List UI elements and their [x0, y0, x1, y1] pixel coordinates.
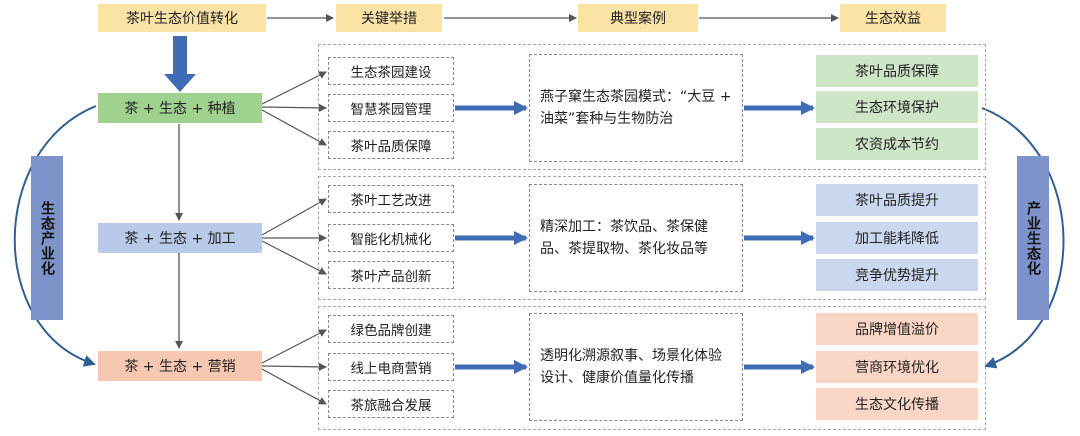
measure-product-innovation: 茶叶产品创新: [328, 261, 454, 289]
header-eco-benefits: 生态效益: [840, 4, 946, 32]
right-curve-arrow: [981, 107, 1065, 369]
benefit-quality-improvement: 茶叶品质提升: [816, 184, 978, 216]
benefit-culture-spread: 生态文化传播: [816, 388, 978, 420]
header-typical-cases: 典型案例: [578, 4, 698, 32]
measure-smart-garden: 智慧茶园管理: [328, 94, 454, 122]
left-curve-arrow: [13, 105, 97, 367]
benefit-energy-reduction: 加工能耗降低: [816, 222, 978, 254]
case-marketing: 透明化溯源叙事、场景化体验设计、健康价值量化传播: [529, 313, 743, 421]
benefit-brand-premium: 品牌增值溢价: [816, 313, 978, 345]
benefit-cost-saving: 农资成本节约: [816, 128, 978, 160]
measure-craft-improvement: 茶叶工艺改进: [328, 185, 454, 213]
measure-quality-assurance: 茶叶品质保障: [328, 131, 454, 159]
benefit-competitiveness: 竞争优势提升: [816, 259, 978, 291]
header-key-measures: 关键举措: [336, 4, 442, 32]
group-processing: [318, 176, 986, 300]
measure-eco-garden: 生态茶园建设: [328, 57, 454, 85]
group-planting: [318, 44, 986, 170]
benefit-environment-protection: 生态环境保护: [816, 91, 978, 123]
measure-ecommerce: 线上电商营销: [328, 353, 454, 381]
side-label-eco-industrialization: 生态产业化: [31, 156, 63, 320]
benefit-quality-assurance: 茶叶品质保障: [816, 55, 978, 87]
stage-marketing: 茶 + 生态 + 营销: [98, 351, 262, 381]
stage-processing: 茶 + 生态 + 加工: [98, 223, 262, 253]
header-value-transformation: 茶叶生态价值转化: [98, 4, 266, 32]
case-planting: 燕子窠生态茶园模式：“大豆 + 油菜”套种与生物防治: [529, 54, 743, 162]
measure-green-brand: 绿色品牌创建: [328, 315, 454, 343]
benefit-business-environment: 营商环境优化: [816, 351, 978, 383]
side-label-right-text: 产业生态化: [1025, 200, 1041, 276]
measure-tea-tourism: 茶旅融合发展: [328, 390, 454, 418]
side-label-industry-ecologization: 产业生态化: [1017, 156, 1049, 320]
side-label-left-text: 生态产业化: [39, 200, 55, 276]
group-marketing: [318, 306, 986, 430]
measure-mechanization: 智能化机械化: [328, 224, 454, 252]
case-processing: 精深加工：茶饮品、茶保健品、茶提取物、茶化妆品等: [529, 184, 743, 292]
stage-planting: 茶 + 生态 + 种植: [98, 93, 262, 123]
